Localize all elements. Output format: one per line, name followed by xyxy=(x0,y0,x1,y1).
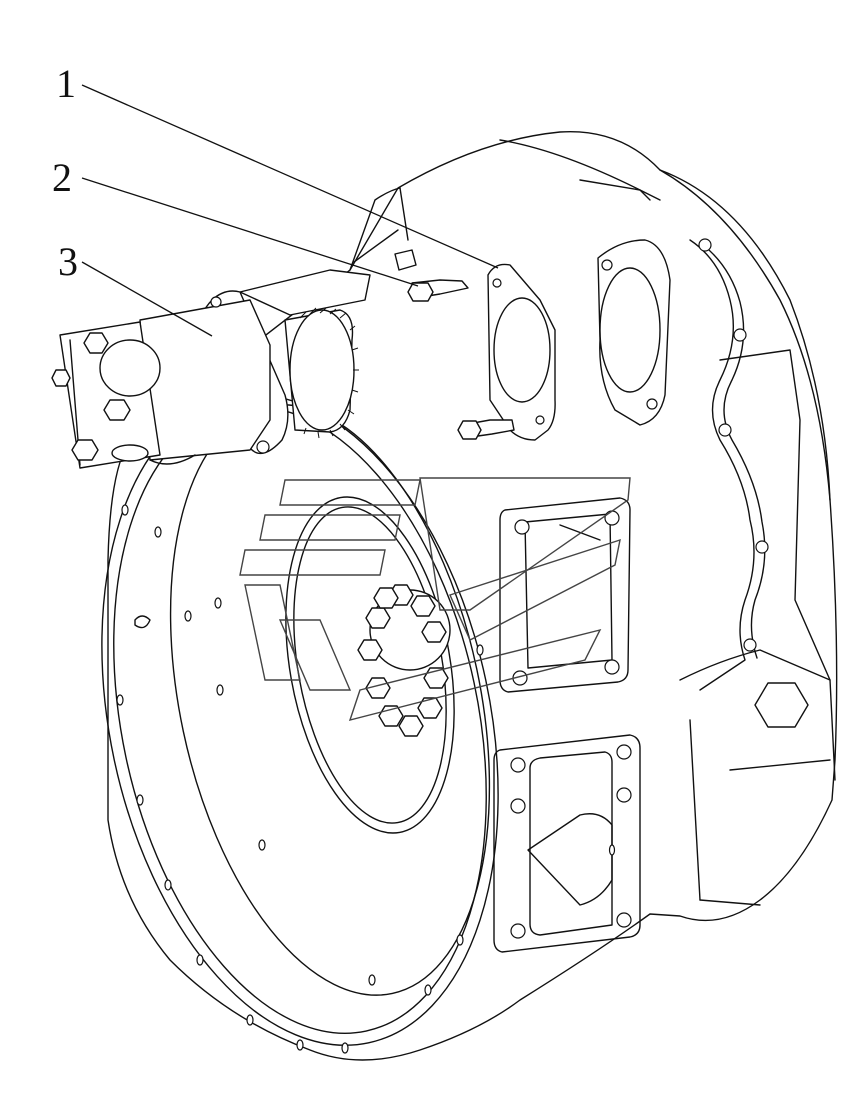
cover-plate-upper xyxy=(499,497,631,693)
leader-2 xyxy=(81,177,419,287)
rim-holes xyxy=(116,504,484,1054)
port-flange-1 xyxy=(487,263,556,441)
drive-gear xyxy=(289,307,359,439)
center-bolt-ring xyxy=(357,584,451,737)
callout-1: 1 xyxy=(56,61,76,106)
right-housing-lobe xyxy=(659,169,831,501)
pump-assembly xyxy=(51,269,371,469)
bolts-top xyxy=(394,249,515,440)
cover-plate-lower xyxy=(493,734,641,953)
port-flange-2 xyxy=(597,239,671,426)
housing-outline xyxy=(107,130,838,1061)
leader-1 xyxy=(81,84,499,269)
flywheel-housing-rim xyxy=(101,394,499,1046)
callout-2: 2 xyxy=(52,155,72,200)
input-flange-disc xyxy=(285,496,455,834)
leader-3 xyxy=(81,261,213,337)
side-bolts xyxy=(698,238,809,728)
watermark-logo xyxy=(239,477,631,721)
side-cover-flange xyxy=(689,239,755,691)
callout-3: 3 xyxy=(58,239,78,284)
